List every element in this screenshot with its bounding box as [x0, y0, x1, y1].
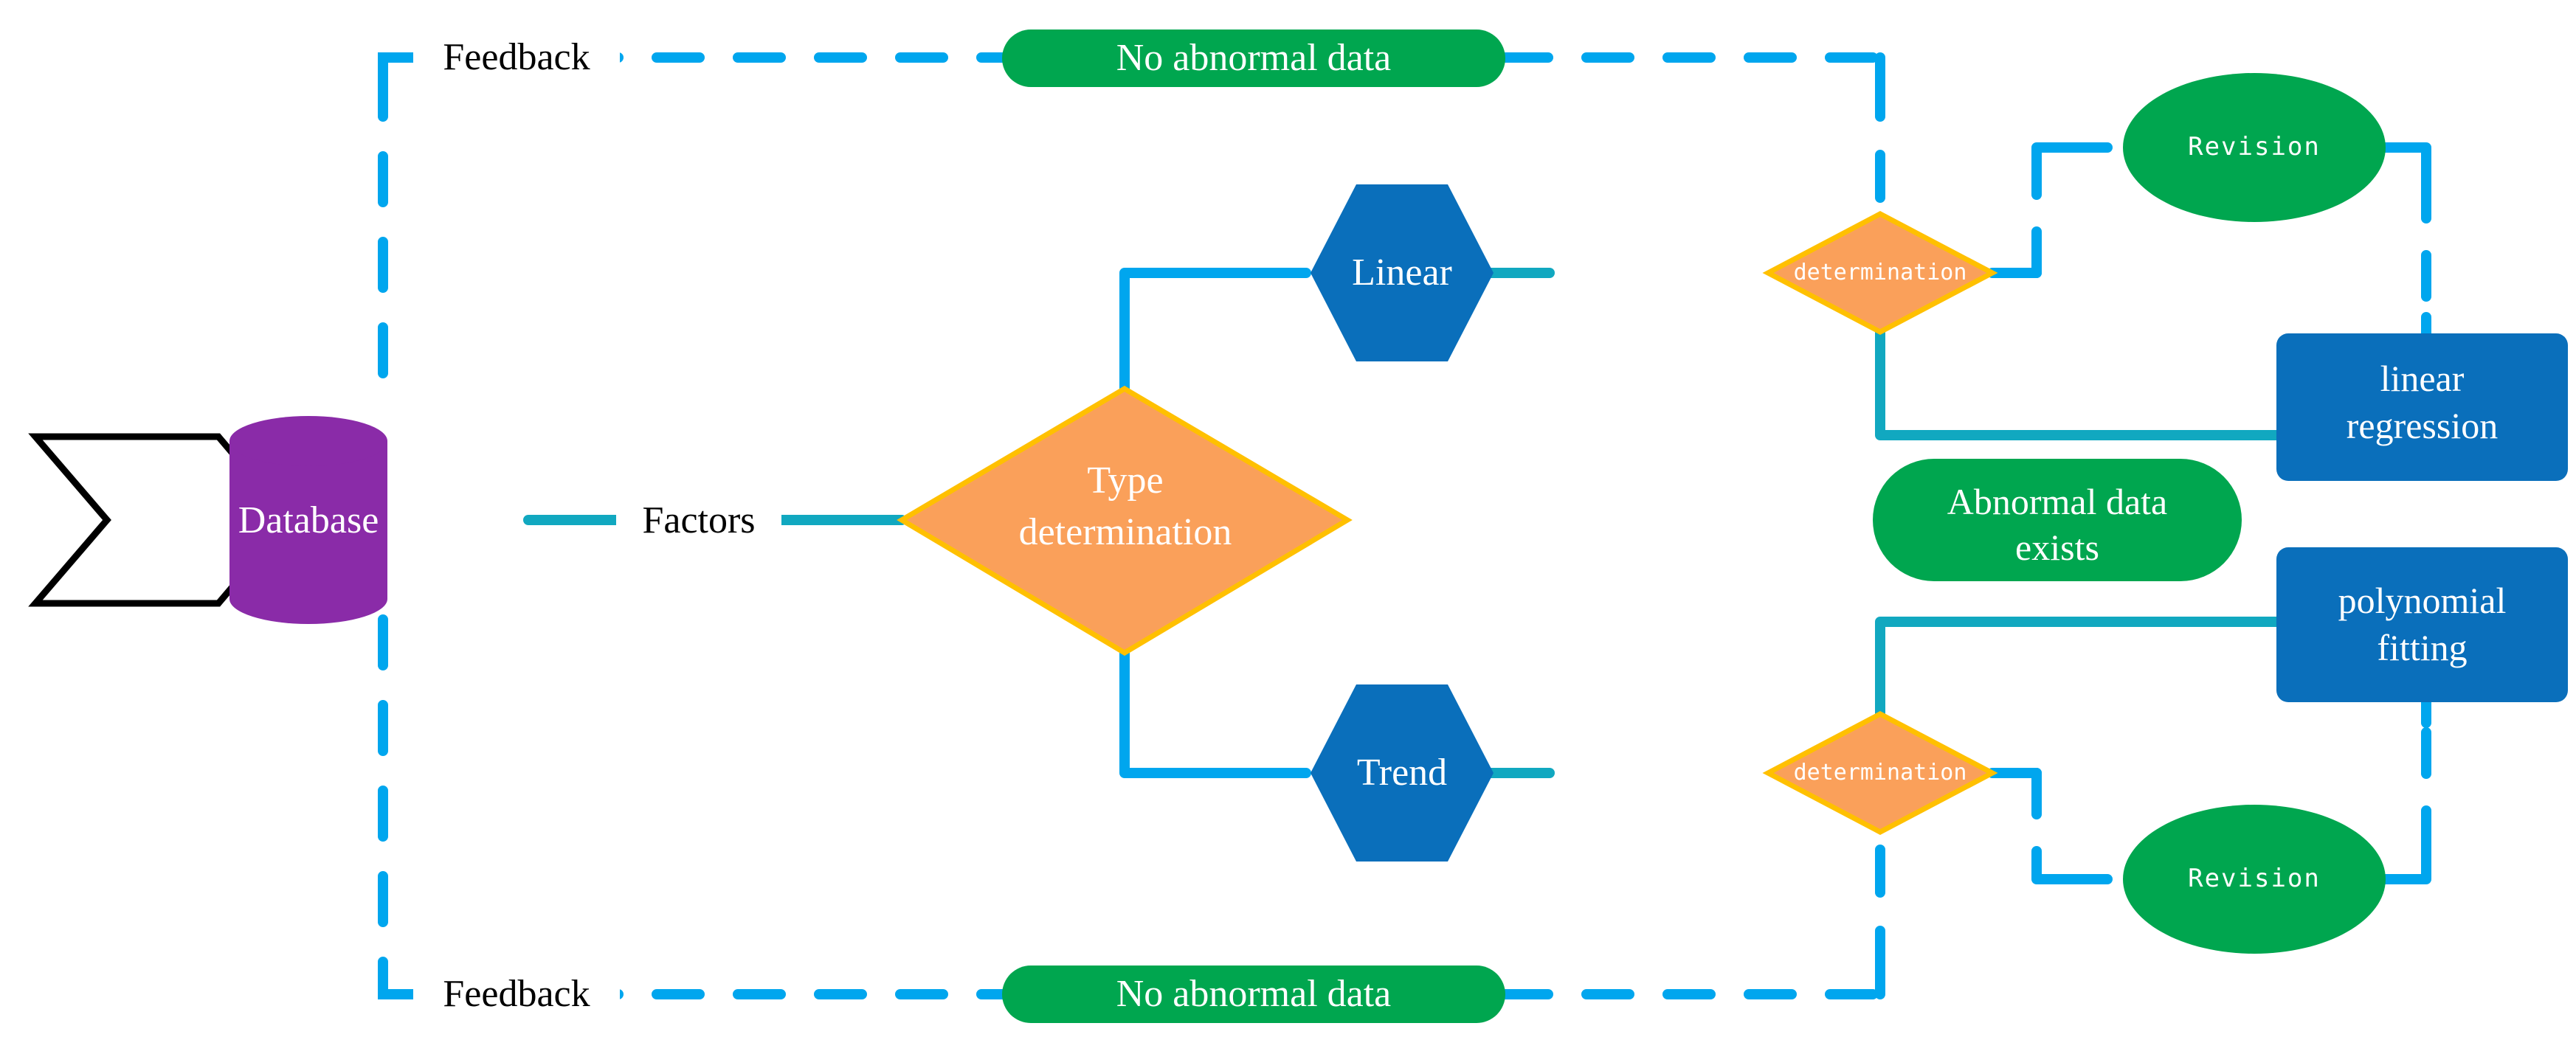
no-abnormal-data-pill-bottom[interactable]	[1002, 966, 1505, 1023]
type-determination-diamond[interactable]	[897, 385, 1353, 656]
trend-hexagon[interactable]	[1311, 684, 1494, 862]
no-abnormal-data-pill-top[interactable]	[1002, 30, 1505, 87]
feedback-loop-bottom	[378, 768, 1885, 999]
feedback-loop-top	[378, 52, 1885, 278]
polynomial-fitting-box[interactable]	[2276, 547, 2568, 702]
determination-diamond-bottom[interactable]	[1762, 711, 1998, 835]
revision-ellipse-bottom[interactable]	[2123, 805, 2386, 954]
edge-type-to-trend	[1119, 648, 1311, 778]
revision-loop-bottom-in	[1987, 768, 2130, 884]
determination-diamond-top[interactable]	[1762, 211, 1998, 335]
linear-hexagon[interactable]	[1311, 184, 1494, 361]
revision-loop-top-in	[1987, 142, 2130, 278]
edge-determination-to-polynomial-fitting	[1875, 617, 2282, 719]
edge-type-to-linear	[1119, 268, 1311, 394]
edge-determination-to-linear-regression	[1875, 327, 2282, 440]
revision-loop-bottom-out	[2378, 697, 2431, 884]
abnormal-data-exists-pill[interactable]	[1873, 459, 2242, 581]
revision-loop-top-out	[2378, 142, 2431, 339]
input-arrow-icon	[28, 433, 294, 607]
database-cylinder[interactable]	[229, 416, 387, 624]
revision-ellipse-top[interactable]	[2123, 73, 2386, 222]
linear-regression-box[interactable]	[2276, 333, 2568, 481]
